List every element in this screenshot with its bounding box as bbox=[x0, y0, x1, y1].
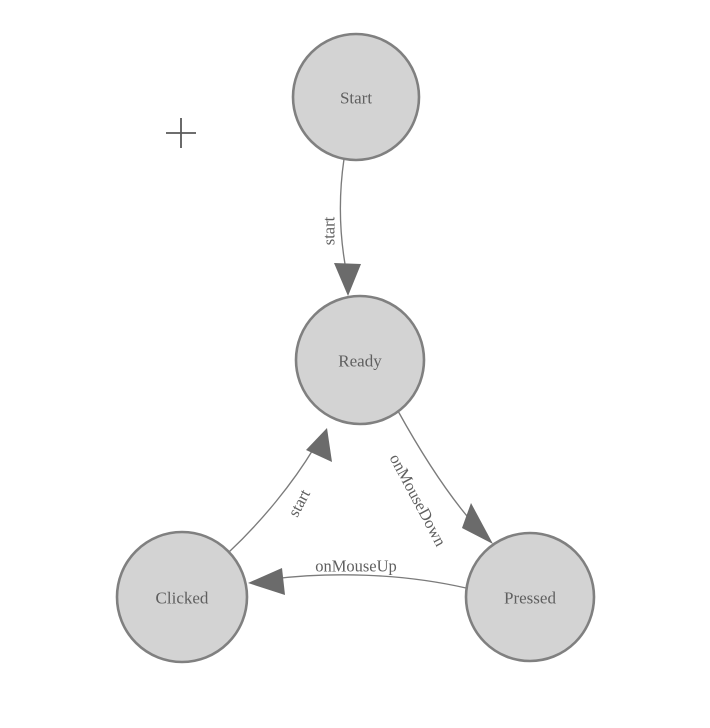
edge-clicked-to-ready[interactable]: start bbox=[228, 428, 332, 553]
edge-path-clicked-to-ready bbox=[228, 447, 315, 553]
arrow-head-pressed-to-clicked bbox=[248, 568, 285, 595]
node-label-ready: Ready bbox=[338, 352, 382, 371]
nodes-layer: Start Ready Clicked Pressed bbox=[115, 32, 596, 664]
node-ready[interactable]: Ready bbox=[294, 294, 426, 426]
edge-ready-to-pressed[interactable]: onMouseDown bbox=[386, 410, 493, 550]
node-pressed[interactable]: Pressed bbox=[464, 531, 596, 663]
node-label-clicked: Clicked bbox=[156, 589, 209, 608]
node-circle-clicked[interactable] bbox=[115, 530, 249, 664]
arrow-head-clicked-to-ready bbox=[306, 428, 332, 462]
node-label-pressed: Pressed bbox=[504, 589, 556, 608]
node-clicked[interactable]: Clicked bbox=[115, 530, 249, 664]
edge-label-pressed-to-clicked: onMouseUp bbox=[315, 557, 397, 576]
node-label-start: Start bbox=[340, 89, 372, 108]
edge-path-start-to-ready bbox=[339, 158, 348, 276]
crosshair-icon[interactable] bbox=[166, 118, 196, 148]
node-circle-ready[interactable] bbox=[294, 294, 426, 426]
edge-pressed-to-clicked[interactable]: onMouseUp bbox=[248, 557, 467, 596]
edge-label-clicked-to-ready: start bbox=[284, 486, 314, 520]
markers-layer bbox=[166, 118, 196, 148]
node-circle-start[interactable] bbox=[291, 32, 421, 162]
edge-label-ready-to-pressed: onMouseDown bbox=[386, 451, 451, 550]
edge-path-pressed-to-clicked bbox=[271, 574, 467, 589]
edge-start-to-ready[interactable]: start bbox=[320, 158, 362, 296]
arrow-head-ready-to-pressed bbox=[462, 503, 493, 544]
edge-label-start-to-ready: start bbox=[320, 216, 339, 245]
node-circle-pressed[interactable] bbox=[464, 531, 596, 663]
arrow-head-start-to-ready bbox=[334, 263, 361, 296]
node-start[interactable]: Start bbox=[291, 32, 421, 162]
